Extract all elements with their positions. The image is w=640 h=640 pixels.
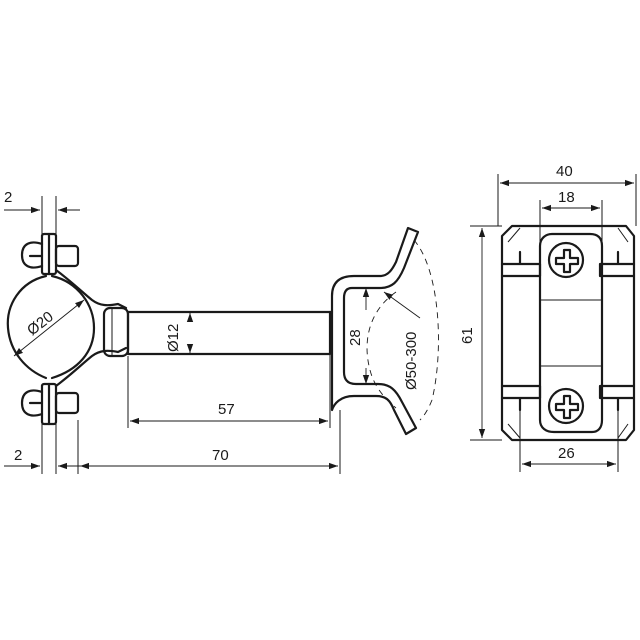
top-nut [54,244,80,268]
dim-plate-width: 40 [556,163,573,180]
right-tabs [598,250,636,412]
top-screw-head [20,241,44,269]
side-view [6,226,439,436]
front-view [500,224,636,442]
dim-overall-length: 70 [212,447,229,464]
left-tabs [500,250,542,412]
clamp-band [538,232,604,434]
rod [126,310,332,356]
dim-bottom-left-thickness: 2 [14,447,22,464]
bottom-screw [547,387,585,425]
side-view-dimensions: 2 2 70 57 Ø20 Ø12 28 Ø50-300 [4,189,420,474]
pipe-arc-left [366,291,397,409]
base-plate [500,224,636,442]
front-view-dimensions: 40 18 26 61 [459,163,637,472]
pipe-arc-right [413,239,439,421]
dim-top-left-thickness: 2 [4,189,12,206]
clamp-ring-outer-right [54,268,128,388]
dim-pipe-range: Ø50-300 [403,332,420,390]
dim-plate-height: 61 [459,327,476,344]
clamp-ring [6,274,96,380]
dim-rod-length: 57 [218,401,235,418]
saddle [330,226,420,436]
bottom-nut [54,391,80,415]
dim-saddle-width: 28 [347,329,364,346]
dim-rod-diameter: Ø12 [165,324,182,352]
dim-clamp-width: 18 [558,189,575,206]
bottom-screw-head [20,389,44,417]
pipe-range-arrow [383,291,421,319]
top-screw [547,241,585,279]
dim-base-width: 26 [558,445,575,462]
